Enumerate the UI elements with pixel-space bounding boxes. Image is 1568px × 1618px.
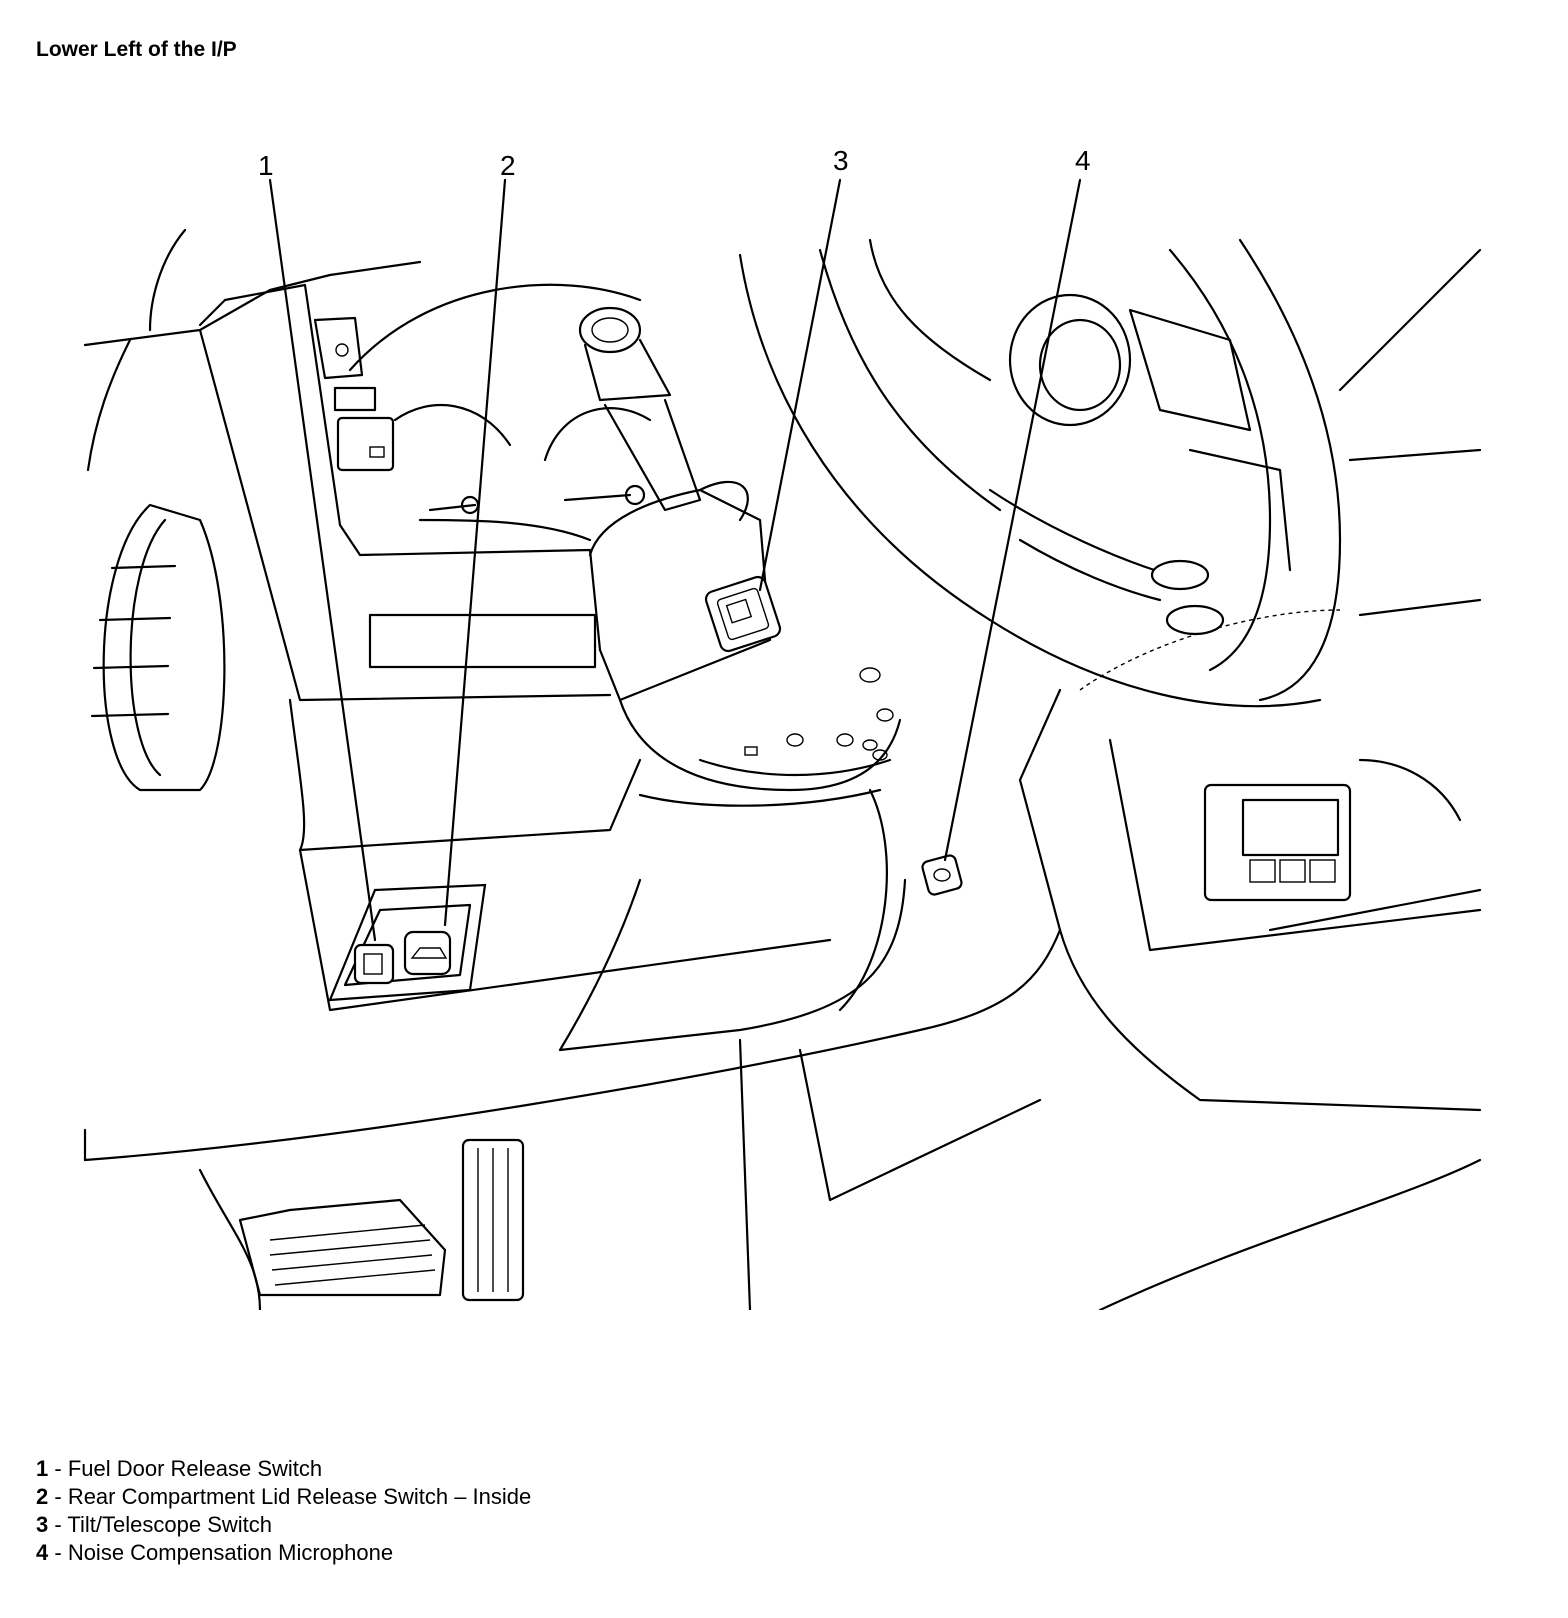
legend-separator: - [48, 1512, 68, 1537]
callout-number-2: 2 [500, 150, 516, 181]
legend-label: Fuel Door Release Switch [67, 1456, 323, 1481]
page-title: Lower Left of the I/P [36, 38, 237, 61]
leader-line-1 [268, 178, 377, 942]
lower-dash [83, 688, 1482, 1162]
callout-number-1: 1 [258, 150, 274, 181]
legend-separator: - [48, 1484, 68, 1509]
legend-item-2: 2 - Rear Compartment Lid Release Switch … [36, 1483, 531, 1511]
leader-line-3 [758, 178, 842, 592]
legend-separator: - [48, 1540, 68, 1565]
center-console [1108, 738, 1482, 952]
legend-item-4: 4 - Noise Compensation Microphone [36, 1539, 531, 1567]
pedals [198, 1038, 1482, 1310]
dash-upper-left [83, 228, 612, 702]
legend-item-3: 3 - Tilt/Telescope Switch [36, 1511, 531, 1539]
steering-column [578, 306, 902, 807]
steering-wheel [738, 238, 1482, 708]
leader-line-4 [943, 178, 1082, 862]
legend-label: Rear Compartment Lid Release Switch – In… [67, 1484, 532, 1509]
leader-line-2 [443, 178, 507, 927]
legend-item-1: 1 - Fuel Door Release Switch [36, 1455, 531, 1483]
instrument-panel-illustration: 1 2 3 4 [83, 145, 1482, 1310]
legend-number: 1 [36, 1456, 49, 1481]
callout-number-4: 4 [1075, 145, 1091, 176]
upper-switch-bank [313, 316, 395, 472]
legend-number: 4 [36, 1540, 49, 1565]
legend-label: Noise Compensation Microphone [67, 1540, 394, 1565]
legend-number: 3 [36, 1512, 49, 1537]
callout-number-3: 3 [833, 145, 849, 176]
legend-separator: - [48, 1456, 68, 1481]
left-air-vent [90, 503, 226, 792]
callout-leaders [268, 178, 1082, 942]
release-switch-bezel [328, 883, 487, 1002]
gauge-cluster [348, 283, 652, 542]
legend-label: Tilt/Telescope Switch [67, 1512, 273, 1537]
legend: 1 - Fuel Door Release Switch 2 - Rear Co… [36, 1455, 531, 1567]
noise-compensation-microphone [921, 854, 963, 896]
center-air-vent [1008, 293, 1292, 572]
legend-number: 2 [36, 1484, 49, 1509]
tilt-telescope-switch [704, 575, 782, 653]
